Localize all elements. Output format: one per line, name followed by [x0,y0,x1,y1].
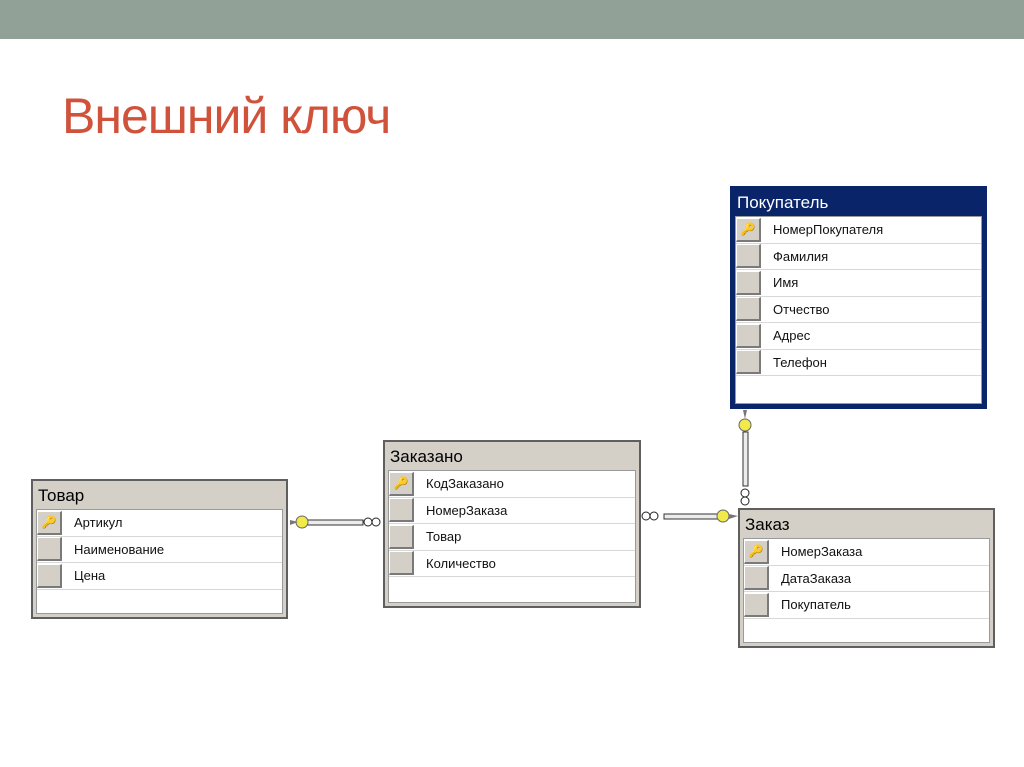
column-row[interactable]: 🔑 НомерПокупателя [736,217,981,244]
column-name: Отчество [773,301,830,317]
column-list: 🔑 Артикул Наименование Цена [36,509,283,614]
column-row[interactable]: Количество [389,551,635,577]
column-row[interactable]: Имя [736,270,981,297]
column-name: Телефон [773,354,827,370]
column-row[interactable]: 🔑 НомерЗаказа [744,539,989,566]
table-title: Заказ [745,515,790,534]
column-name: ДатаЗаказа [781,570,852,586]
key-icon: 🔑 [393,476,409,491]
column-name: Товар [426,529,462,545]
table-tovar[interactable]: Товар 🔑 Артикул Наименование Цена [31,479,288,619]
column-name: Имя [773,275,799,291]
column-name: НомерЗаказа [426,502,508,518]
relation-zakazano-zakaz[interactable] [641,509,738,523]
column-row[interactable]: Наименование [37,537,282,563]
key-icon: 🔑 [748,544,764,559]
column-row[interactable]: Покупатель [744,592,989,619]
table-title: Покупатель [737,193,829,212]
column-row[interactable]: 🔑 Артикул [37,510,282,537]
table-zakaz[interactable]: Заказ 🔑 НомерЗаказа ДатаЗаказа Покупател… [738,508,995,648]
column-row[interactable]: НомерЗаказа [389,498,635,524]
table-title: Заказано [390,447,463,466]
column-row[interactable]: Адрес [736,323,981,350]
slide-title: Внешний ключ [62,88,391,144]
relation-pokupatel-zakaz[interactable] [738,410,752,506]
table-zakazano[interactable]: Заказано 🔑 КодЗаказано НомерЗаказа Товар… [383,440,641,608]
column-name: Цена [74,568,106,584]
relation-tovar-zakazano[interactable] [290,515,381,529]
key-icon [716,509,730,523]
infinity-icon [740,488,750,498]
key-icon [738,418,752,432]
key-icon [295,515,309,529]
column-name: НомерПокупателя [773,222,884,238]
column-name: Количество [426,555,496,571]
infinity-icon [641,511,651,521]
column-name: Покупатель [781,597,851,613]
column-name: Наименование [74,541,165,557]
table-title: Товар [38,486,85,505]
infinity-icon [363,517,373,527]
key-icon: 🔑 [41,515,57,530]
column-name: Фамилия [773,248,829,264]
column-list: 🔑 НомерПокупателя Фамилия Имя Отчество А… [735,216,982,404]
column-row[interactable]: Цена [37,563,282,590]
column-name: Адрес [773,328,811,344]
column-name: КодЗаказано [426,476,504,492]
column-row[interactable]: 🔑 КодЗаказано [389,471,635,498]
column-row[interactable]: ДатаЗаказа [744,566,989,592]
slide-top-bar [0,0,1024,39]
column-list: 🔑 КодЗаказано НомерЗаказа Товар Количест… [388,470,636,603]
column-row[interactable]: Товар [389,524,635,551]
table-pokupatel[interactable]: Покупатель 🔑 НомерПокупателя Фамилия Имя… [730,186,987,409]
column-name: Артикул [74,515,123,531]
column-row[interactable]: Отчество [736,297,981,323]
column-row[interactable]: Телефон [736,350,981,376]
column-name: НомерЗаказа [781,544,863,560]
key-icon: 🔑 [740,222,756,237]
column-row[interactable]: Фамилия [736,244,981,270]
column-list: 🔑 НомерЗаказа ДатаЗаказа Покупатель [743,538,990,643]
